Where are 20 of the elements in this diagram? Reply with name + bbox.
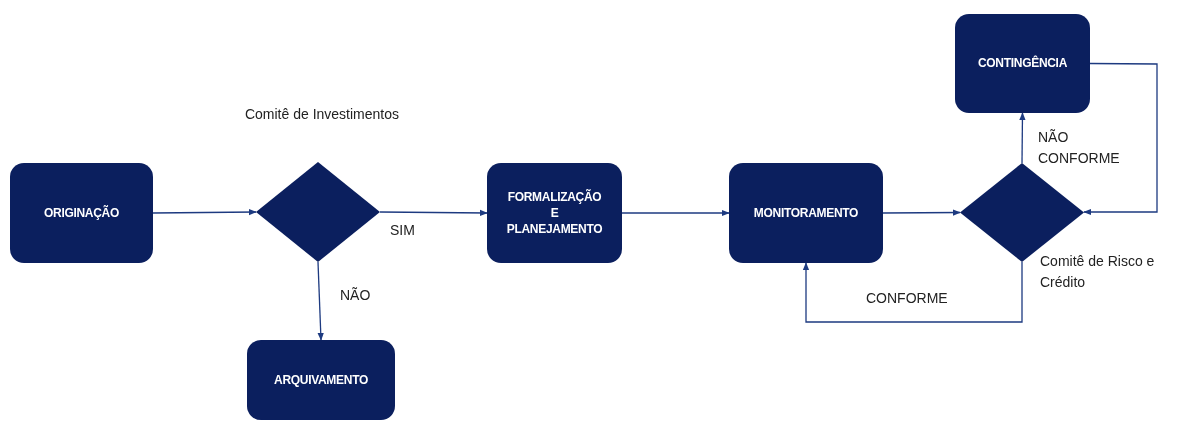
process-box: CONTINGÊNCIA <box>955 14 1090 113</box>
process-box: ARQUIVAMENTO <box>247 340 395 420</box>
decision-caption: Comitê de Risco e Crédito <box>1040 252 1156 292</box>
edge-label: NÃO CONFORME <box>1038 128 1121 168</box>
decision-caption: Comitê de Investimentos <box>243 105 401 124</box>
arrow <box>1083 62 1158 216</box>
arrow <box>882 209 961 216</box>
edge-label: NÃO <box>340 286 372 305</box>
arrow <box>317 261 324 341</box>
edge-label: CONFORME <box>866 289 949 308</box>
arrow <box>1019 112 1026 164</box>
arrow <box>802 261 1023 323</box>
arrow <box>621 209 730 217</box>
process-box: ORIGINAÇÃO <box>10 163 153 263</box>
edge-label: SIM <box>390 221 416 240</box>
decision-diamond <box>256 162 380 262</box>
process-box: FORMALIZAÇÃO E PLANEJAMENTO <box>487 163 622 263</box>
arrow <box>152 208 257 216</box>
process-box: MONITORAMENTO <box>729 163 883 263</box>
arrow <box>379 209 488 217</box>
